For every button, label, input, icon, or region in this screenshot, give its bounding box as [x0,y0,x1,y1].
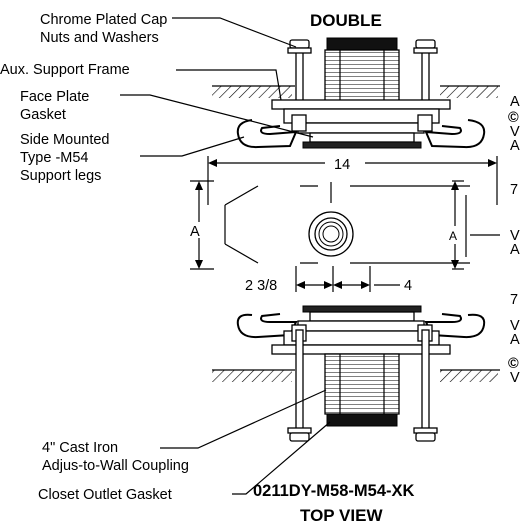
face-plate-gasket [309,132,415,143]
plan-edge-bottom-left [224,243,259,264]
edge-glyph-10: A [510,332,520,348]
edge-glyph-9: V [510,318,520,334]
threaded-rod-lower-right [421,329,430,431]
leader-aux-frame [176,69,282,101]
wall-hatch-right [440,86,498,98]
dim-a-right-arrow-bottom [451,260,459,269]
dim-a-left-arrow-top [195,181,203,190]
dim-offset-arrow-left [296,281,305,289]
leader-cap-nuts [172,17,297,48]
wall-hatch-lower-left [212,370,292,382]
face-plate-gasket-lower [309,311,415,322]
face-plate-lower [283,330,440,346]
flange-plate-lower [297,320,425,332]
cap-nut-lower-left [287,427,312,442]
clamp-nut-right [417,114,433,132]
edge-glyph-1: A [510,94,520,110]
threaded-rod-lower-left [295,329,304,431]
wall-hatch-left [212,86,292,98]
plan-view: 14 A A [190,156,500,294]
support-leg-right [424,119,486,149]
dim-14-arrow-left [208,159,217,167]
edge-glyph-4: A [510,138,520,154]
dim-a-right-arrow-top [451,181,459,190]
dim-a-right-value: A [449,229,457,243]
label-side-legs-line2: Type -M54 [20,150,89,166]
upper-fixture-assembly [212,37,500,149]
dim-14-arrow-right [488,159,497,167]
label-side-legs-line1: Side Mounted [20,132,109,148]
support-leg-lower-left [236,313,298,339]
label-cap-nuts-line2: Nuts and Washers [40,30,159,46]
support-leg-left [236,119,298,149]
cap-nut-left [287,39,312,54]
dim-a-left-arrow-bottom [195,260,203,269]
dim-offset-value: 2 3/8 [245,278,277,294]
clamp-nut-left [291,114,307,132]
wall-hatch-lower-right [440,370,498,382]
cap-nut-lower-right [413,427,438,442]
edge-glyph-5: 7 [510,182,518,198]
callout-labels: Chrome Plated Cap Nuts and Washers Aux. … [0,12,331,503]
diagram-title: DOUBLE [310,11,382,30]
leader-outlet-gasket [232,421,331,495]
coupling-stack-top [324,37,400,107]
leader-coupling [160,389,327,449]
support-leg-lower-right [424,313,486,339]
model-number: 0211DY-M58-M54-XK [253,482,414,500]
fixture-body-edge-lower [302,305,422,313]
dim-14-value: 14 [334,157,350,173]
cap-nut-right [413,39,438,54]
label-aux-frame: Aux. Support Frame [0,62,130,78]
label-cap-nuts-line1: Chrome Plated Cap [40,12,167,28]
edge-glyph-2: © [508,110,519,126]
label-side-legs-line3: Support legs [20,168,101,184]
coupling-stack-bottom [324,353,400,427]
right-edge-clipped-text: A © V A 7 V A 7 V A © V [508,94,520,386]
flange-plate [297,122,425,134]
edge-glyph-7: A [510,242,520,258]
label-face-plate-line2: Gasket [20,107,66,123]
view-caption: TOP VIEW [300,506,383,525]
edge-glyph-11: © [508,356,519,372]
face-plate [283,108,440,124]
outlet-circle [308,211,354,257]
label-outlet-gasket: Closet Outlet Gasket [38,487,172,503]
edge-glyph-3: V [510,124,520,140]
edge-glyph-6: V [510,228,520,244]
leader-face-plate [120,94,314,138]
label-coupling-line1: 4" Cast Iron [42,440,118,456]
lower-fixture-assembly [212,305,500,442]
edge-glyph-8: 7 [510,292,518,308]
plan-edge-top-left [224,185,259,206]
dim-a-left-value: A [190,224,200,240]
aux-support-frame-plate [271,99,451,110]
dim-spacing-value: 4 [404,278,412,294]
label-coupling-line2: Adjus-to-Wall Coupling [42,458,189,474]
edge-glyph-12: V [510,370,520,386]
fixture-body-edge [302,141,422,149]
label-face-plate-line1: Face Plate [20,89,89,105]
leader-side-legs [140,136,245,157]
dim-offset-arrow-right [324,281,333,289]
